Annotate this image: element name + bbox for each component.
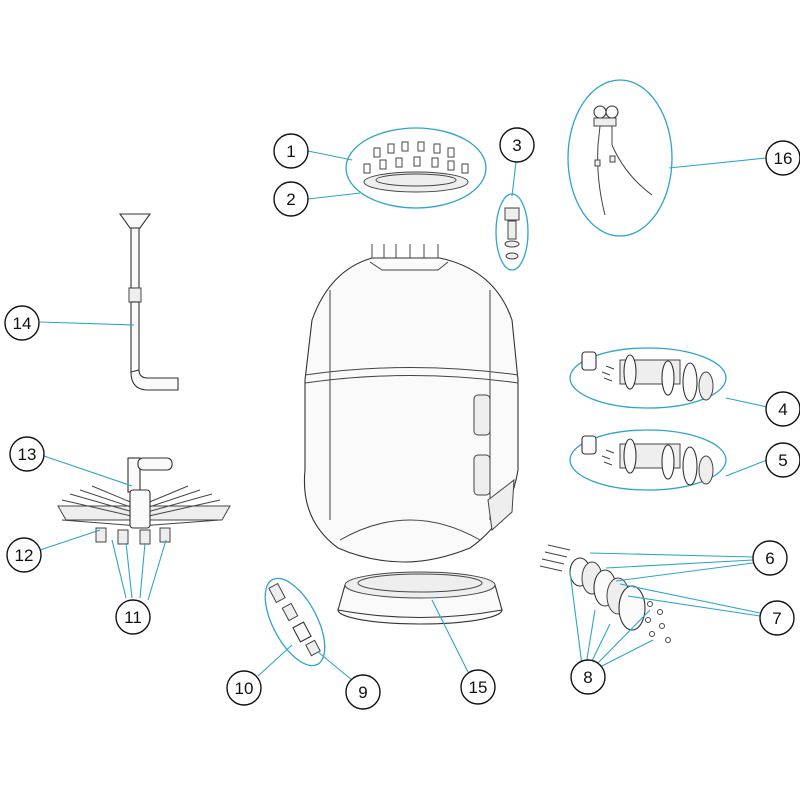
base-stand bbox=[337, 571, 503, 625]
callout-14: 14 bbox=[4, 305, 40, 341]
callout-16: 16 bbox=[765, 140, 800, 176]
callout-3: 3 bbox=[499, 127, 535, 163]
svg-text:15: 15 bbox=[469, 678, 488, 697]
callout-13: 13 bbox=[9, 436, 45, 472]
svg-text:3: 3 bbox=[512, 136, 521, 155]
svg-text:10: 10 bbox=[235, 679, 254, 698]
leader-lines bbox=[39, 150, 768, 681]
svg-text:11: 11 bbox=[124, 608, 142, 627]
callout-15: 15 bbox=[460, 669, 496, 705]
svg-text:2: 2 bbox=[286, 190, 295, 209]
callout-6: 6 bbox=[752, 540, 788, 576]
svg-text:4: 4 bbox=[778, 400, 787, 419]
callout-4: 4 bbox=[765, 391, 800, 427]
svg-text:1: 1 bbox=[286, 142, 295, 161]
lid-assembly bbox=[345, 127, 487, 209]
callout-5: 5 bbox=[765, 442, 800, 478]
svg-text:16: 16 bbox=[774, 149, 793, 168]
drain-assembly bbox=[264, 577, 326, 667]
callout-9: 9 bbox=[345, 674, 381, 710]
pressure-gauge-assembly bbox=[567, 79, 673, 237]
central-pipe bbox=[118, 213, 179, 391]
callout-2: 2 bbox=[273, 181, 309, 217]
svg-text:13: 13 bbox=[18, 445, 37, 464]
svg-text:14: 14 bbox=[13, 314, 32, 333]
filter-tank bbox=[303, 244, 519, 563]
callout-12: 12 bbox=[6, 537, 42, 573]
valve-part-3 bbox=[495, 193, 529, 271]
multiport-flange-4 bbox=[569, 347, 727, 409]
callout-7: 7 bbox=[759, 600, 795, 636]
svg-text:8: 8 bbox=[583, 668, 592, 687]
svg-text:5: 5 bbox=[778, 451, 787, 470]
svg-text:6: 6 bbox=[765, 549, 774, 568]
lateral-collector bbox=[57, 457, 231, 545]
callout-1: 1 bbox=[273, 133, 309, 169]
svg-text:12: 12 bbox=[15, 546, 34, 565]
callout-8: 8 bbox=[570, 659, 606, 695]
multiport-flange-5 bbox=[569, 429, 727, 491]
manhole-cover-assembly bbox=[539, 544, 671, 643]
callout-10: 10 bbox=[226, 670, 262, 706]
svg-text:9: 9 bbox=[358, 683, 367, 702]
svg-text:7: 7 bbox=[772, 609, 781, 628]
callout-11: 11 bbox=[115, 599, 151, 635]
